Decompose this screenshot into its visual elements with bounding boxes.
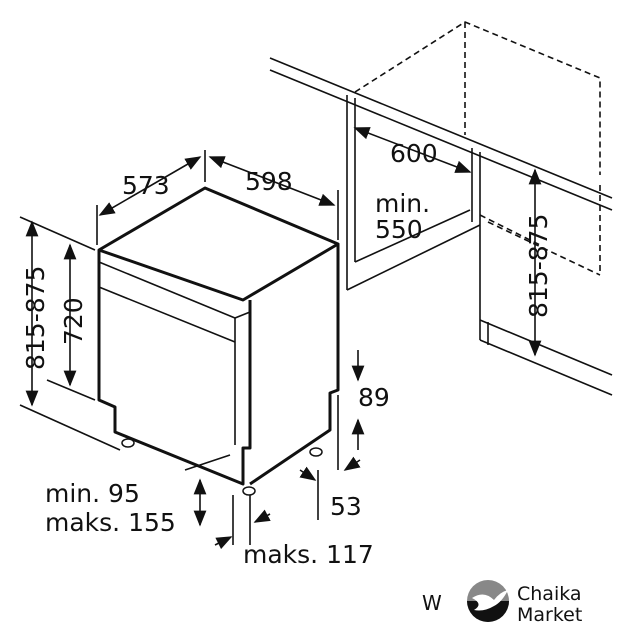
foot-max-label: maks. 155 (45, 508, 176, 537)
right-cabinet (471, 148, 613, 396)
foot-offset-label: maks. 117 (243, 540, 374, 569)
left-cabinet (346, 95, 481, 291)
w-label: W (422, 591, 442, 615)
chaika-market-logo: Chaika Market (467, 580, 582, 626)
logo-text-line1: Chaika (517, 583, 582, 605)
foot-min-label: min. 95 (45, 479, 140, 508)
body-height-label: 720 (59, 297, 88, 345)
countertop (269, 57, 613, 211)
foot-front-left (121, 438, 135, 448)
logo-text-line2: Market (517, 604, 582, 626)
niche-min-label: min. (375, 189, 430, 218)
plinth-53-label: 53 (330, 492, 362, 521)
foot-back-right (309, 447, 323, 457)
dimension-lines (19, 127, 542, 550)
seagull-icon (472, 590, 508, 611)
depth-label: 573 (122, 171, 170, 200)
niche-width-label: 600 (390, 139, 438, 168)
total-height-left-label: 815-875 (21, 266, 50, 370)
width-label: 598 (245, 167, 293, 196)
plinth-89-label: 89 (358, 383, 390, 412)
niche-min-value: 550 (375, 215, 423, 244)
foot-front-right (242, 486, 256, 496)
dishwasher (97, 186, 340, 496)
total-height-right-label: 815-875 (524, 214, 553, 318)
